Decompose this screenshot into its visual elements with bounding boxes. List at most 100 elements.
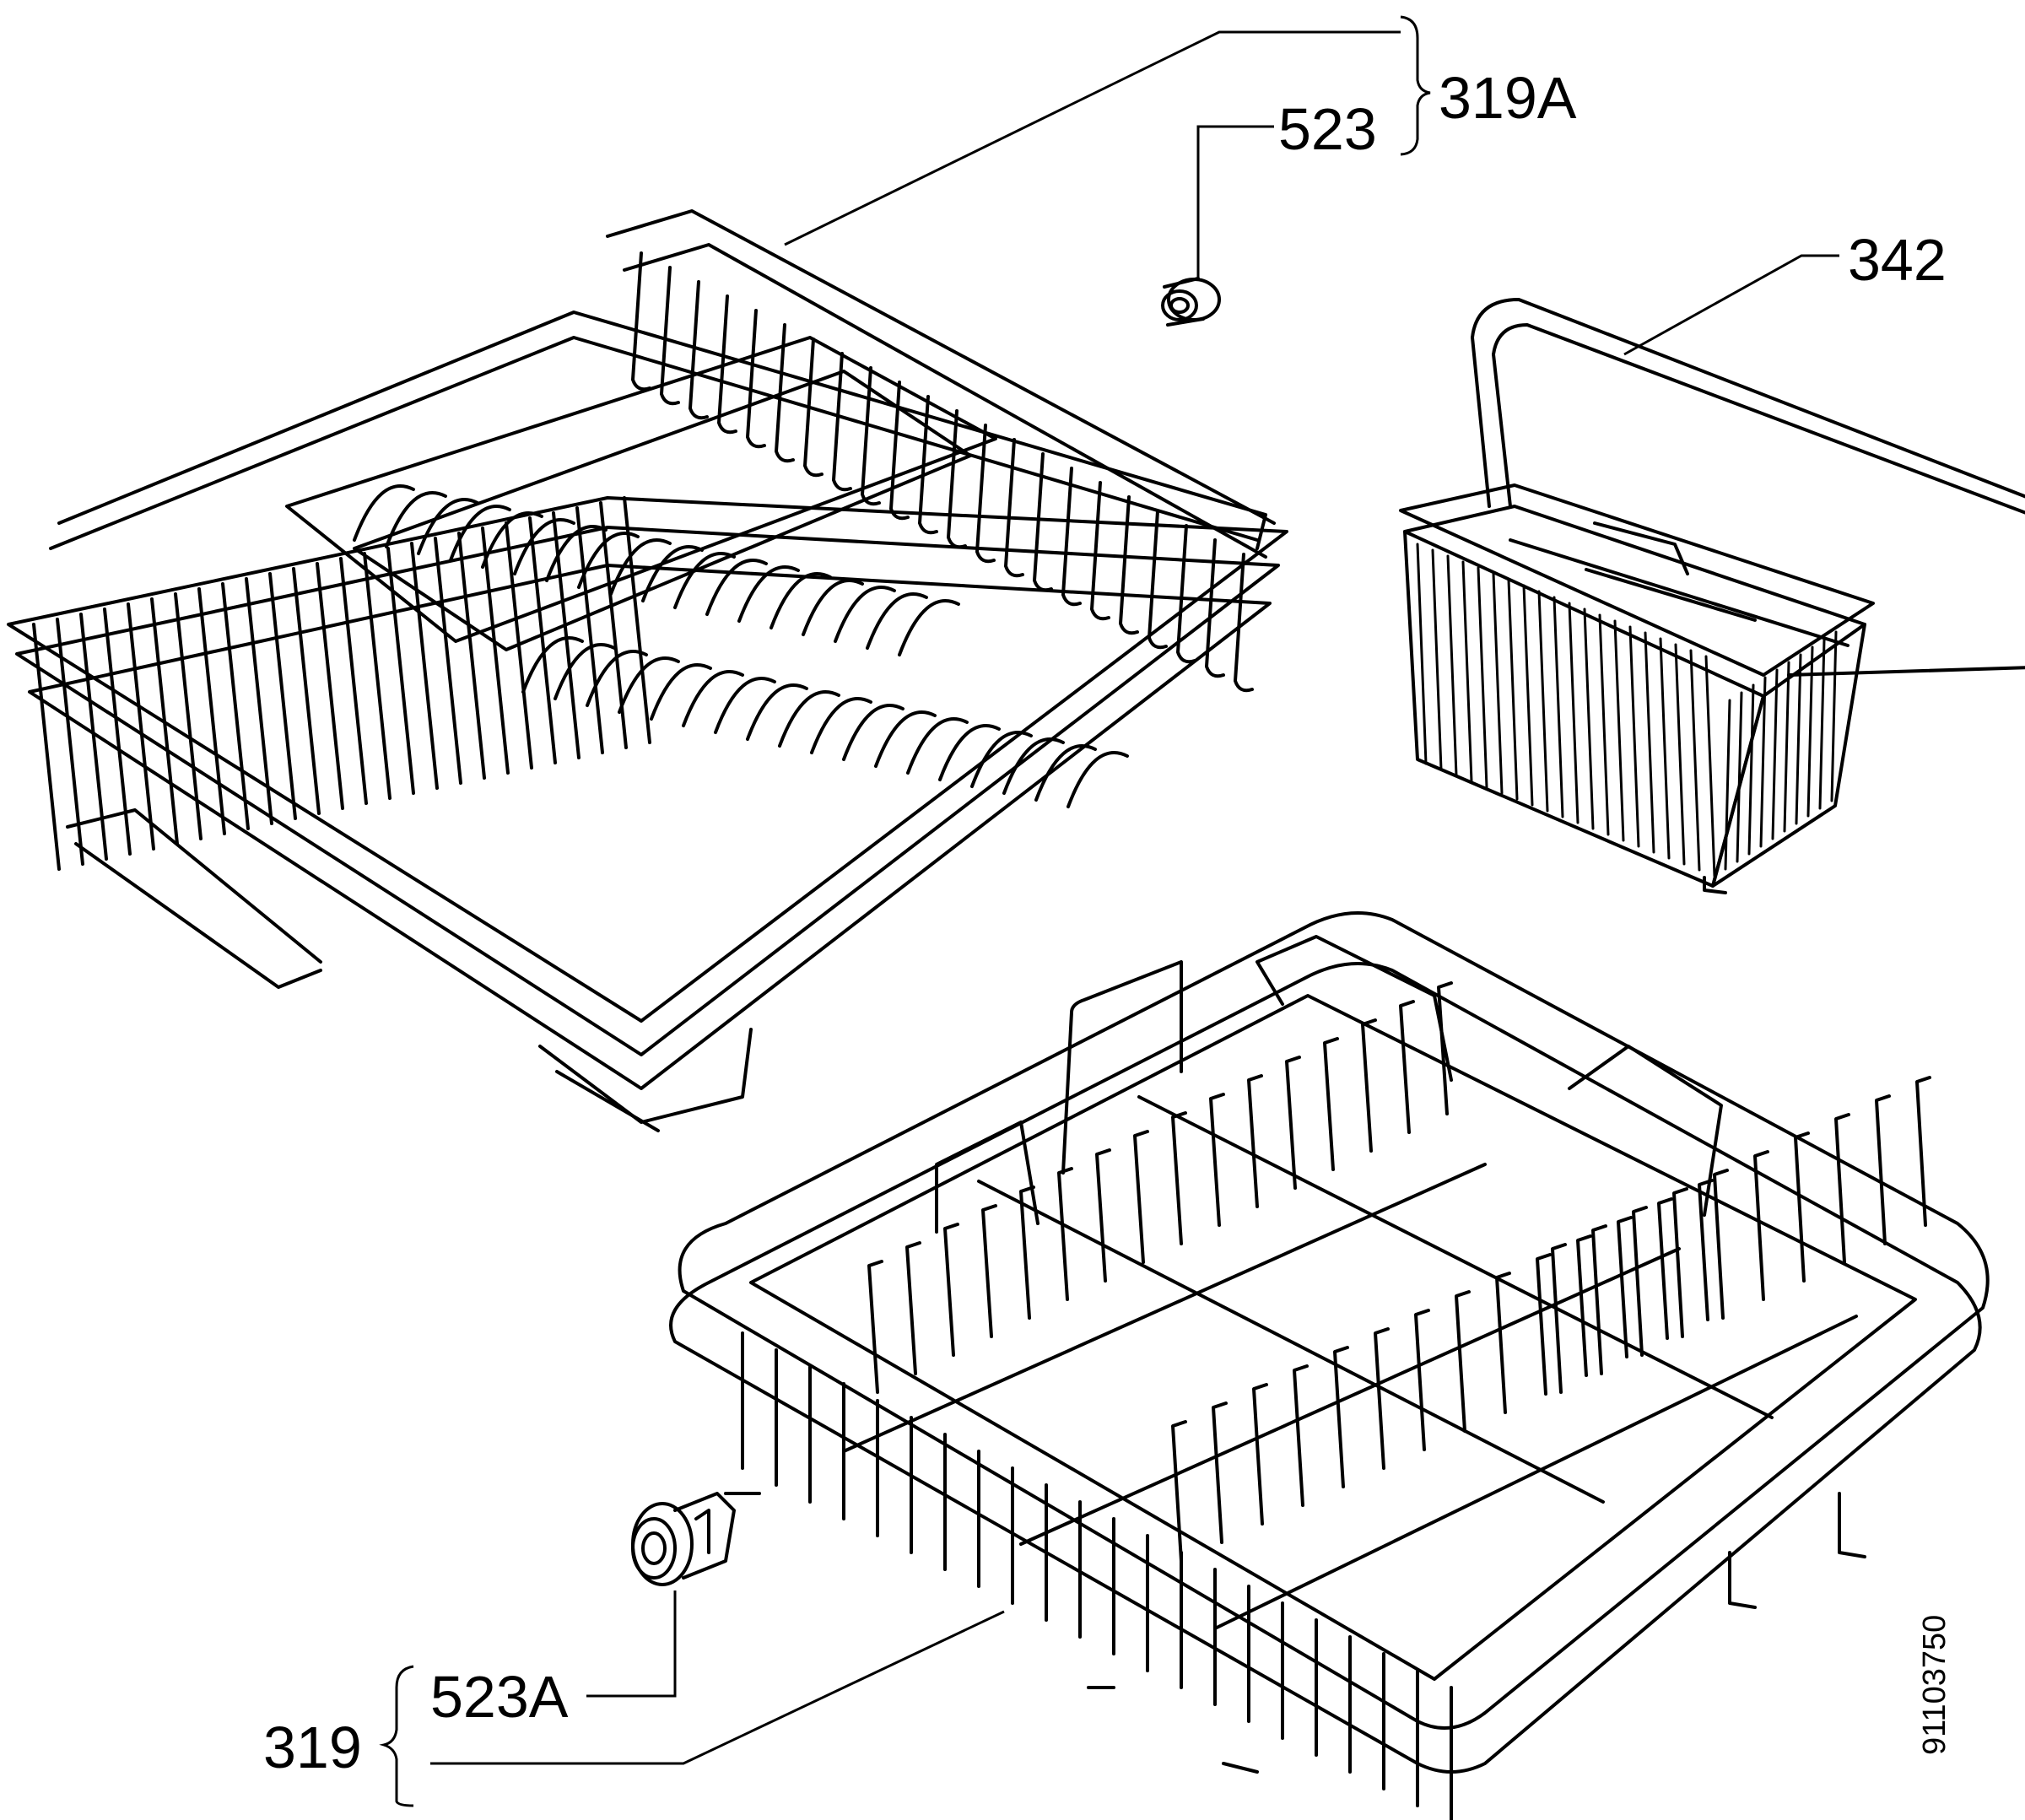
wire-segment xyxy=(32,623,61,871)
wire-segment xyxy=(714,677,776,734)
wire-segment xyxy=(1674,643,1686,866)
wire-segment xyxy=(1066,751,1129,808)
wire-segment xyxy=(906,717,969,775)
wire-segment xyxy=(1724,699,1731,871)
wire-segment xyxy=(1598,613,1610,836)
wire-segment xyxy=(1455,1290,1471,1433)
wire-segment xyxy=(1416,543,1428,765)
wire-segment xyxy=(521,636,584,694)
wire-segment xyxy=(1830,630,1838,802)
wire-segment xyxy=(1333,1346,1349,1488)
wire-segment xyxy=(918,395,938,535)
wire-segment xyxy=(1736,691,1743,863)
wire-segment xyxy=(1119,495,1139,635)
wire-segment xyxy=(1568,602,1580,824)
wire-segment xyxy=(970,731,1033,788)
lower-wheel-523A xyxy=(631,1492,736,1586)
wire-segment xyxy=(1552,596,1564,818)
wire-segment xyxy=(417,498,479,555)
wire-segment xyxy=(481,511,543,569)
wire-segment xyxy=(981,1204,997,1338)
wire-segment xyxy=(641,545,704,602)
wire-segment xyxy=(513,518,575,575)
wire-segment xyxy=(746,683,808,741)
wire-segment xyxy=(1492,572,1504,795)
wire-segment xyxy=(832,352,852,492)
wire-segment xyxy=(1437,981,1453,1115)
wire-segment xyxy=(688,280,709,420)
wire-segment xyxy=(842,704,904,761)
wire-segment xyxy=(245,577,273,825)
wire-segment xyxy=(554,643,616,700)
wire-segment xyxy=(943,1223,959,1357)
upper-basket xyxy=(7,209,1288,1132)
wire-segment xyxy=(905,1241,921,1375)
wire-segment xyxy=(1657,1197,1673,1340)
wire-segment xyxy=(775,323,795,463)
wire-segment xyxy=(1399,1000,1415,1134)
wire-segment xyxy=(1551,1243,1567,1394)
wire-segment xyxy=(1583,608,1595,830)
wire-segment xyxy=(746,309,766,449)
wire-segment xyxy=(609,538,672,596)
wire-segment xyxy=(1783,661,1790,833)
wire-segment xyxy=(1628,625,1640,848)
wire-segment xyxy=(1285,1056,1301,1190)
wire-segment xyxy=(1617,1216,1633,1358)
wire-segment xyxy=(528,516,557,764)
cutlery-basket xyxy=(1399,298,2025,894)
wire-segment xyxy=(1537,590,1549,813)
wire-segment xyxy=(1323,1037,1339,1171)
wire-segment xyxy=(1644,631,1655,854)
wire-segment xyxy=(1522,584,1534,807)
wire-segment xyxy=(1209,1093,1225,1227)
wire-segment xyxy=(618,656,680,714)
wire-segment xyxy=(1834,1113,1850,1264)
wire-segment xyxy=(1176,524,1196,664)
wire-segment xyxy=(221,582,250,830)
wire-segment xyxy=(1252,1383,1268,1526)
wire-segment xyxy=(197,587,226,835)
wire-segment xyxy=(1818,638,1826,810)
wire-segment xyxy=(545,525,608,582)
wire-segment xyxy=(1374,1327,1390,1470)
wire-segment xyxy=(631,251,651,392)
wire-segment xyxy=(866,592,928,650)
wire-segment xyxy=(1234,553,1254,693)
wire-segment xyxy=(947,409,967,549)
lower-basket xyxy=(669,911,1990,1820)
wire-segment xyxy=(552,511,580,759)
wire-segment xyxy=(1753,1150,1769,1301)
wire-segment xyxy=(1431,548,1443,771)
wire-segment xyxy=(1713,1169,1729,1320)
wire-segment xyxy=(770,572,832,629)
wire-segment xyxy=(1095,1148,1111,1283)
wire-segment xyxy=(1759,676,1767,848)
wire-segment xyxy=(1477,566,1488,789)
wire-segment xyxy=(1747,683,1755,856)
wire-segment xyxy=(481,527,510,775)
wire-segment xyxy=(1090,481,1110,621)
wire-segment xyxy=(1414,1309,1430,1451)
wire-segment xyxy=(898,599,960,656)
wire-segment xyxy=(660,266,680,406)
drawing-number: 91103750 xyxy=(1917,1615,1952,1755)
wire-segment xyxy=(1591,1224,1607,1375)
wire-segment xyxy=(1002,737,1065,795)
wire-segment xyxy=(1672,1187,1688,1338)
wire-segment xyxy=(1171,1420,1187,1563)
wire-segment xyxy=(1293,1364,1309,1507)
wire-segment xyxy=(810,697,872,754)
wire-segment xyxy=(673,552,736,609)
wire-segment xyxy=(385,491,447,548)
wire-segment xyxy=(577,532,640,589)
wire-segment xyxy=(1915,1076,1931,1227)
label-319: 319 xyxy=(263,1715,362,1780)
wire-segment xyxy=(861,366,881,506)
wire-segment xyxy=(1507,578,1519,801)
wire-segment xyxy=(575,506,604,754)
leader-lines xyxy=(379,15,1839,1807)
wire-segment xyxy=(1495,1272,1511,1414)
label-523A: 523A xyxy=(430,1664,569,1730)
